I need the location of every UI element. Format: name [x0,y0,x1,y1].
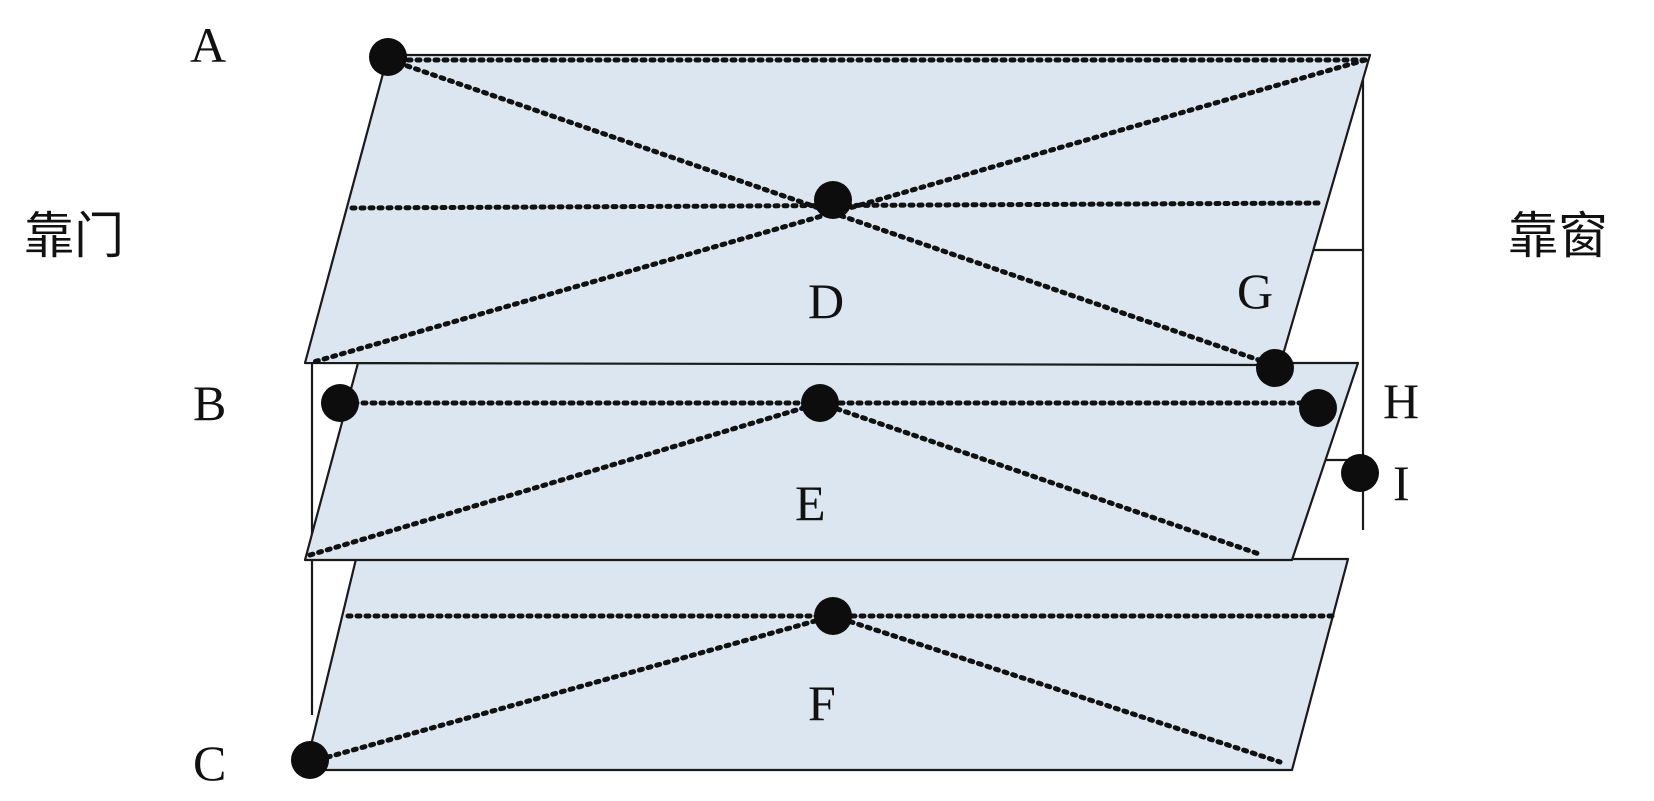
label-d: D [808,273,844,329]
point-e-dot [801,384,839,422]
point-b-dot [321,384,359,422]
point-g-dot [1256,349,1294,387]
label-h: H [1383,373,1419,429]
point-c-dot [291,741,329,779]
label-i: I [1393,455,1410,511]
bottom-plane [303,557,1350,772]
point-a-dot [369,38,407,76]
door-side-label: 靠门 [24,207,124,265]
point-h-dot [1299,389,1337,427]
sampling-points [291,38,1379,779]
point-f-dot [814,597,852,635]
label-f: F [808,675,836,731]
label-g: G [1237,263,1273,319]
label-e: E [795,475,826,531]
label-b: B [193,375,226,431]
label-c: C [193,735,226,791]
point-labels: A B C D E F G H I [190,17,1419,791]
window-side-label: 靠窗 [1508,207,1608,265]
middle-plane [303,361,1360,562]
label-a: A [190,17,226,73]
point-i-dot [1341,454,1379,492]
point-d-dot [814,181,852,219]
